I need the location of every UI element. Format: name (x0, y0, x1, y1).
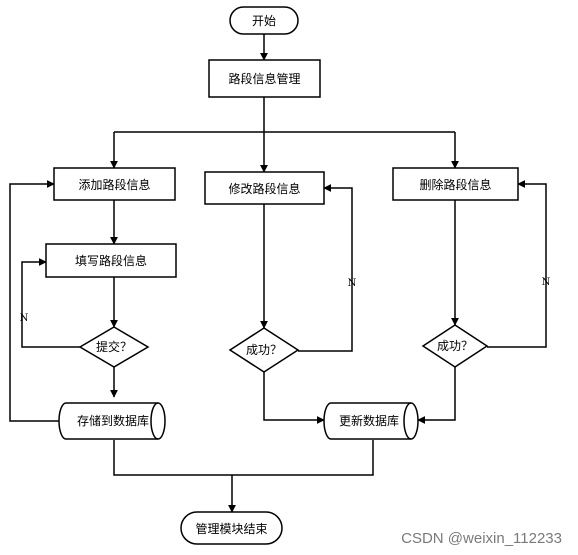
node-fill: 填写路段信息 (45, 243, 177, 278)
delete-shape (392, 167, 519, 201)
node-add: 添加路段信息 (53, 167, 176, 201)
node-start: 开始 (229, 6, 299, 35)
end-label: 管理模块结束 (195, 521, 267, 536)
node-manage: 路段信息管理 (208, 59, 321, 98)
start-label: 开始 (252, 14, 276, 28)
node-end: 管理模块结束 (180, 511, 283, 545)
watermark: CSDN @weixin_112233 (401, 530, 562, 547)
node-submit: 提交？ (78, 326, 150, 368)
end-shape (180, 511, 283, 545)
connector-submit-no-loop (21, 258, 80, 348)
success-edit-shape (228, 327, 300, 373)
node-update: 更新数据库 (323, 402, 419, 440)
success-delete-shape (421, 324, 489, 368)
success-edit-label: 成功？ (246, 343, 282, 357)
connector-merge-bar (113, 440, 374, 476)
connector-edit-no-loop (298, 184, 353, 352)
manage-shape (208, 59, 321, 98)
update-shape-edge (403, 402, 412, 440)
node-store: 存储到数据库 (58, 402, 166, 440)
connector-delete-success-to-update (417, 367, 456, 424)
store-label: 存储到数据库 (77, 413, 149, 428)
connectors (9, 34, 547, 513)
node-edit: 修改路段信息 (204, 171, 325, 205)
edit-shape (204, 171, 325, 205)
no-label-edit: N (348, 278, 357, 289)
fill-label: 填写路段信息 (75, 253, 147, 268)
node-delete: 删除路段信息 (392, 167, 519, 201)
connector-store-back-to-add (9, 180, 66, 422)
edit-label: 修改路段信息 (228, 181, 300, 196)
no-label-submit: N (20, 313, 29, 324)
store-shape-edge (150, 402, 159, 440)
no-label-delete: N (542, 277, 551, 288)
node-success-edit: 成功？ (228, 327, 300, 373)
manage-label: 路段信息管理 (228, 71, 300, 86)
update-label: 更新数据库 (339, 413, 399, 428)
connector-edit-success-to-update (263, 372, 325, 424)
submit-shape (78, 326, 150, 368)
connector-delete-no-loop (487, 180, 547, 348)
add-label: 添加路段信息 (78, 177, 150, 192)
start-shape (229, 6, 299, 35)
submit-label: 提交？ (96, 339, 132, 354)
delete-label: 删除路段信息 (419, 177, 491, 192)
node-success-delete: 成功？ (421, 324, 489, 368)
add-shape (53, 167, 176, 201)
fill-shape (45, 243, 177, 278)
success-delete-label: 成功？ (437, 339, 473, 353)
